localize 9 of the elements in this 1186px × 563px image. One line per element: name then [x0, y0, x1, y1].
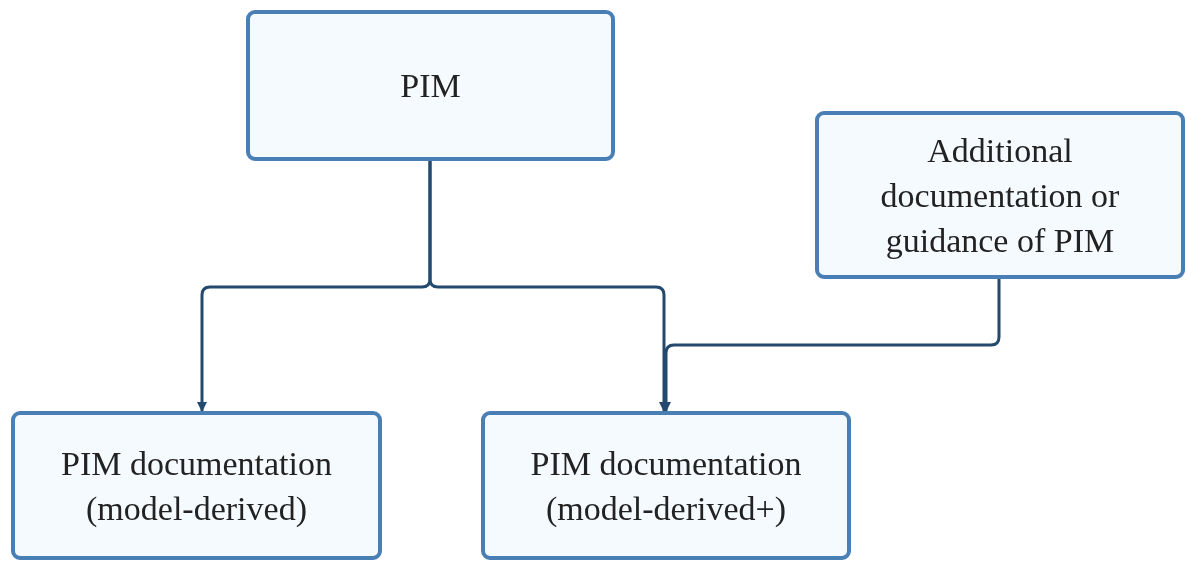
box-label: PIM documentation (model-derived) [60, 443, 333, 529]
process-box [246, 10, 615, 161]
box-label: Additional documentation or guidance of PIM [879, 130, 1121, 261]
process-box [11, 411, 382, 560]
connector-arrow [428, 161, 669, 412]
box-label: PIM documentation (model-derived+) [529, 443, 803, 529]
process-box [481, 411, 851, 560]
process-box [815, 111, 1185, 279]
box-label: PIM [400, 66, 461, 106]
